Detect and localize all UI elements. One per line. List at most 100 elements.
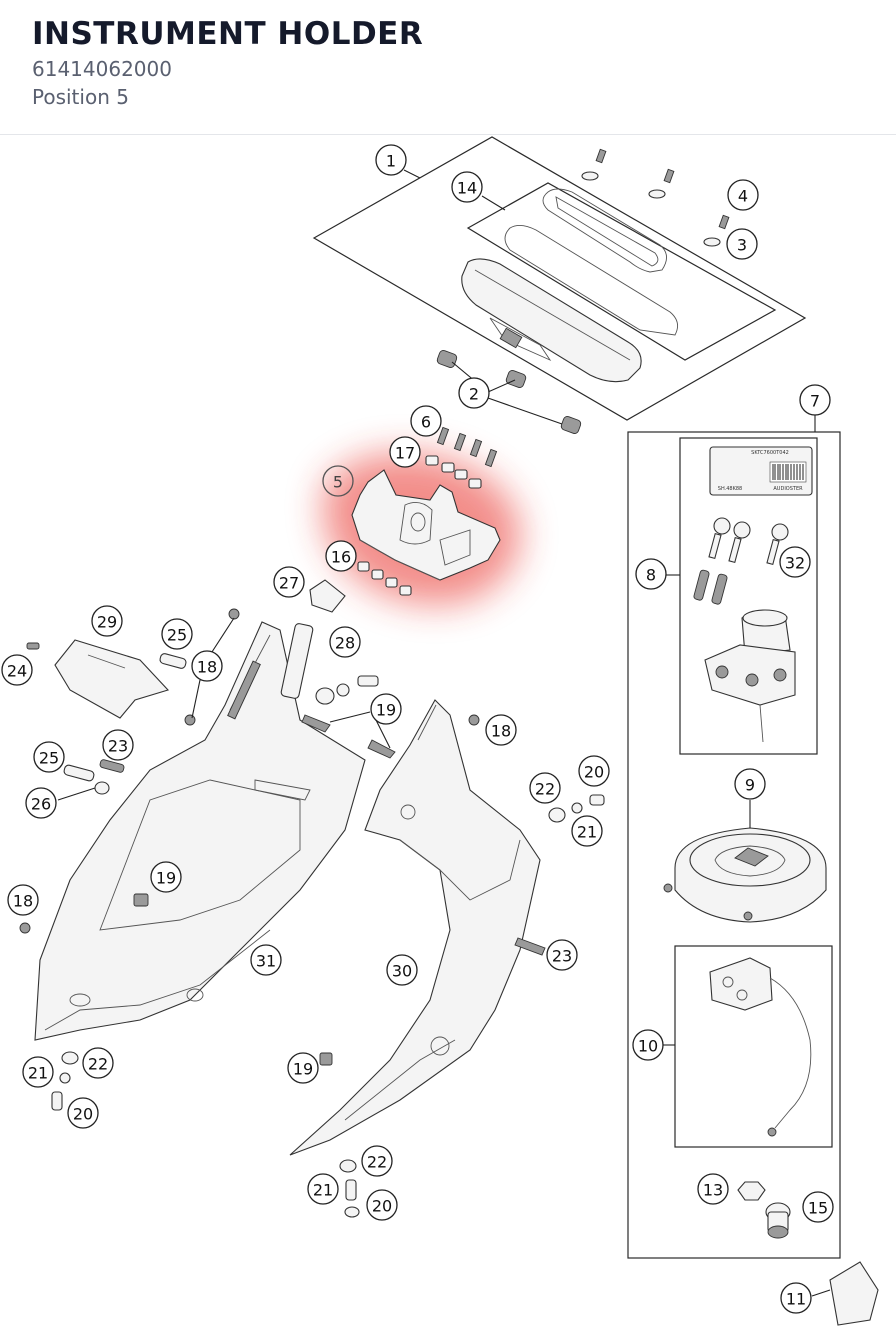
callout-c17[interactable]: 17 [389,436,421,468]
callout-c2[interactable]: 2 [458,377,490,409]
callout-number: 28 [335,634,355,653]
callout-c13[interactable]: 13 [697,1173,729,1205]
callout-c28[interactable]: 28 [329,626,361,658]
callout-circle [780,1282,812,1314]
callout-number: 20 [584,763,604,782]
callout-number: 18 [491,722,511,741]
callout-c25a[interactable]: 25 [161,618,193,650]
callout-c14[interactable]: 14 [451,171,483,203]
callout-circle [485,714,517,746]
label-barcode-caption: SH.48K88 [718,486,742,492]
callout-circle [191,650,223,682]
callout-circle [307,1173,339,1205]
callout-c15[interactable]: 15 [802,1191,834,1223]
callout-number: 4 [738,187,748,206]
ignition-lock-icon [704,609,796,743]
callout-circle [161,618,193,650]
callout-c24[interactable]: 24 [1,654,33,686]
callout-c30[interactable]: 30 [386,954,418,986]
callout-c20b[interactable]: 20 [67,1097,99,1129]
callout-c9[interactable]: 9 [734,768,766,800]
callout-c3[interactable]: 3 [726,228,758,260]
callout-circle [799,384,831,416]
callout-number: 6 [421,413,431,432]
callout-number: 17 [395,444,415,463]
callout-number: 9 [745,776,755,795]
callout-circle [410,405,442,437]
callout-circle [7,884,39,916]
callout-number: 2 [469,385,479,404]
callout-c20a[interactable]: 20 [578,755,610,787]
callout-circle [546,939,578,971]
callout-c7[interactable]: 7 [799,384,831,416]
callout-number: 7 [810,392,820,411]
callout-number: 26 [31,795,51,814]
lock-set-box: SKTC7600T042 SH.48K88 AUDIOSTER [627,431,841,1259]
callout-circle [578,755,610,787]
callout-number: 30 [392,962,412,981]
callout-c22c[interactable]: 22 [361,1145,393,1177]
callout-c18b[interactable]: 18 [485,714,517,746]
callout-number: 21 [28,1064,48,1083]
callout-number: 32 [785,554,805,573]
callout-c11[interactable]: 11 [780,1282,812,1314]
callout-c22b[interactable]: 22 [82,1047,114,1079]
callout-c25b[interactable]: 25 [33,741,65,773]
screw-group-top [581,148,730,247]
callout-c5[interactable]: 5 [322,465,354,497]
callout-circle [632,1029,664,1061]
callout-c6[interactable]: 6 [410,405,442,437]
page-title: INSTRUMENT HOLDER [32,16,424,52]
callout-circle [273,566,305,598]
callout-c4[interactable]: 4 [727,179,759,211]
position-label: Position 5 [32,85,129,109]
callout-c20c[interactable]: 20 [366,1189,398,1221]
callout-number: 22 [535,780,555,799]
callout-number: 11 [786,1290,806,1309]
callout-c19c[interactable]: 19 [287,1052,319,1084]
callout-circle [33,741,65,773]
fasteners [19,608,879,1326]
callout-number: 18 [13,892,33,911]
callout-c18c[interactable]: 18 [7,884,39,916]
callout-number: 19 [376,701,396,720]
callout-circle [150,861,182,893]
callout-c19b[interactable]: 19 [150,861,182,893]
callout-number: 22 [367,1153,387,1172]
callout-number: 31 [256,952,276,971]
socket-icon [765,1202,791,1239]
callout-circle [529,772,561,804]
callout-c1[interactable]: 1 [375,144,407,176]
callout-number: 3 [737,236,747,255]
callout-c27[interactable]: 27 [273,566,305,598]
callout-number: 23 [108,737,128,756]
callout-number: 25 [167,626,187,645]
callout-c21c[interactable]: 21 [307,1173,339,1205]
callout-circle [375,144,407,176]
callout-number: 1 [386,152,396,171]
callout-circle [697,1173,729,1205]
callout-circle [734,768,766,800]
callout-c18a[interactable]: 18 [191,650,223,682]
instrument-holder-bracket [351,426,501,596]
callout-c10[interactable]: 10 [632,1029,664,1061]
callout-c26[interactable]: 26 [25,787,57,819]
right-side-panel [289,699,541,1156]
callout-c21b[interactable]: 21 [22,1056,54,1088]
callout-c8[interactable]: 8 [635,558,667,590]
callout-c22a[interactable]: 22 [529,772,561,804]
callout-c23b[interactable]: 23 [546,939,578,971]
callout-c19a[interactable]: 19 [370,693,402,725]
callout-c29[interactable]: 29 [91,605,123,637]
key-icon [693,517,789,605]
callout-circle [361,1145,393,1177]
callout-c16[interactable]: 16 [325,540,357,572]
callout-circle [287,1052,319,1084]
callout-circle [366,1189,398,1221]
callout-c23a[interactable]: 23 [102,729,134,761]
callout-c32[interactable]: 32 [779,546,811,578]
fuel-cap-icon [663,827,827,923]
callout-c21a[interactable]: 21 [571,815,603,847]
callout-c31[interactable]: 31 [250,944,282,976]
